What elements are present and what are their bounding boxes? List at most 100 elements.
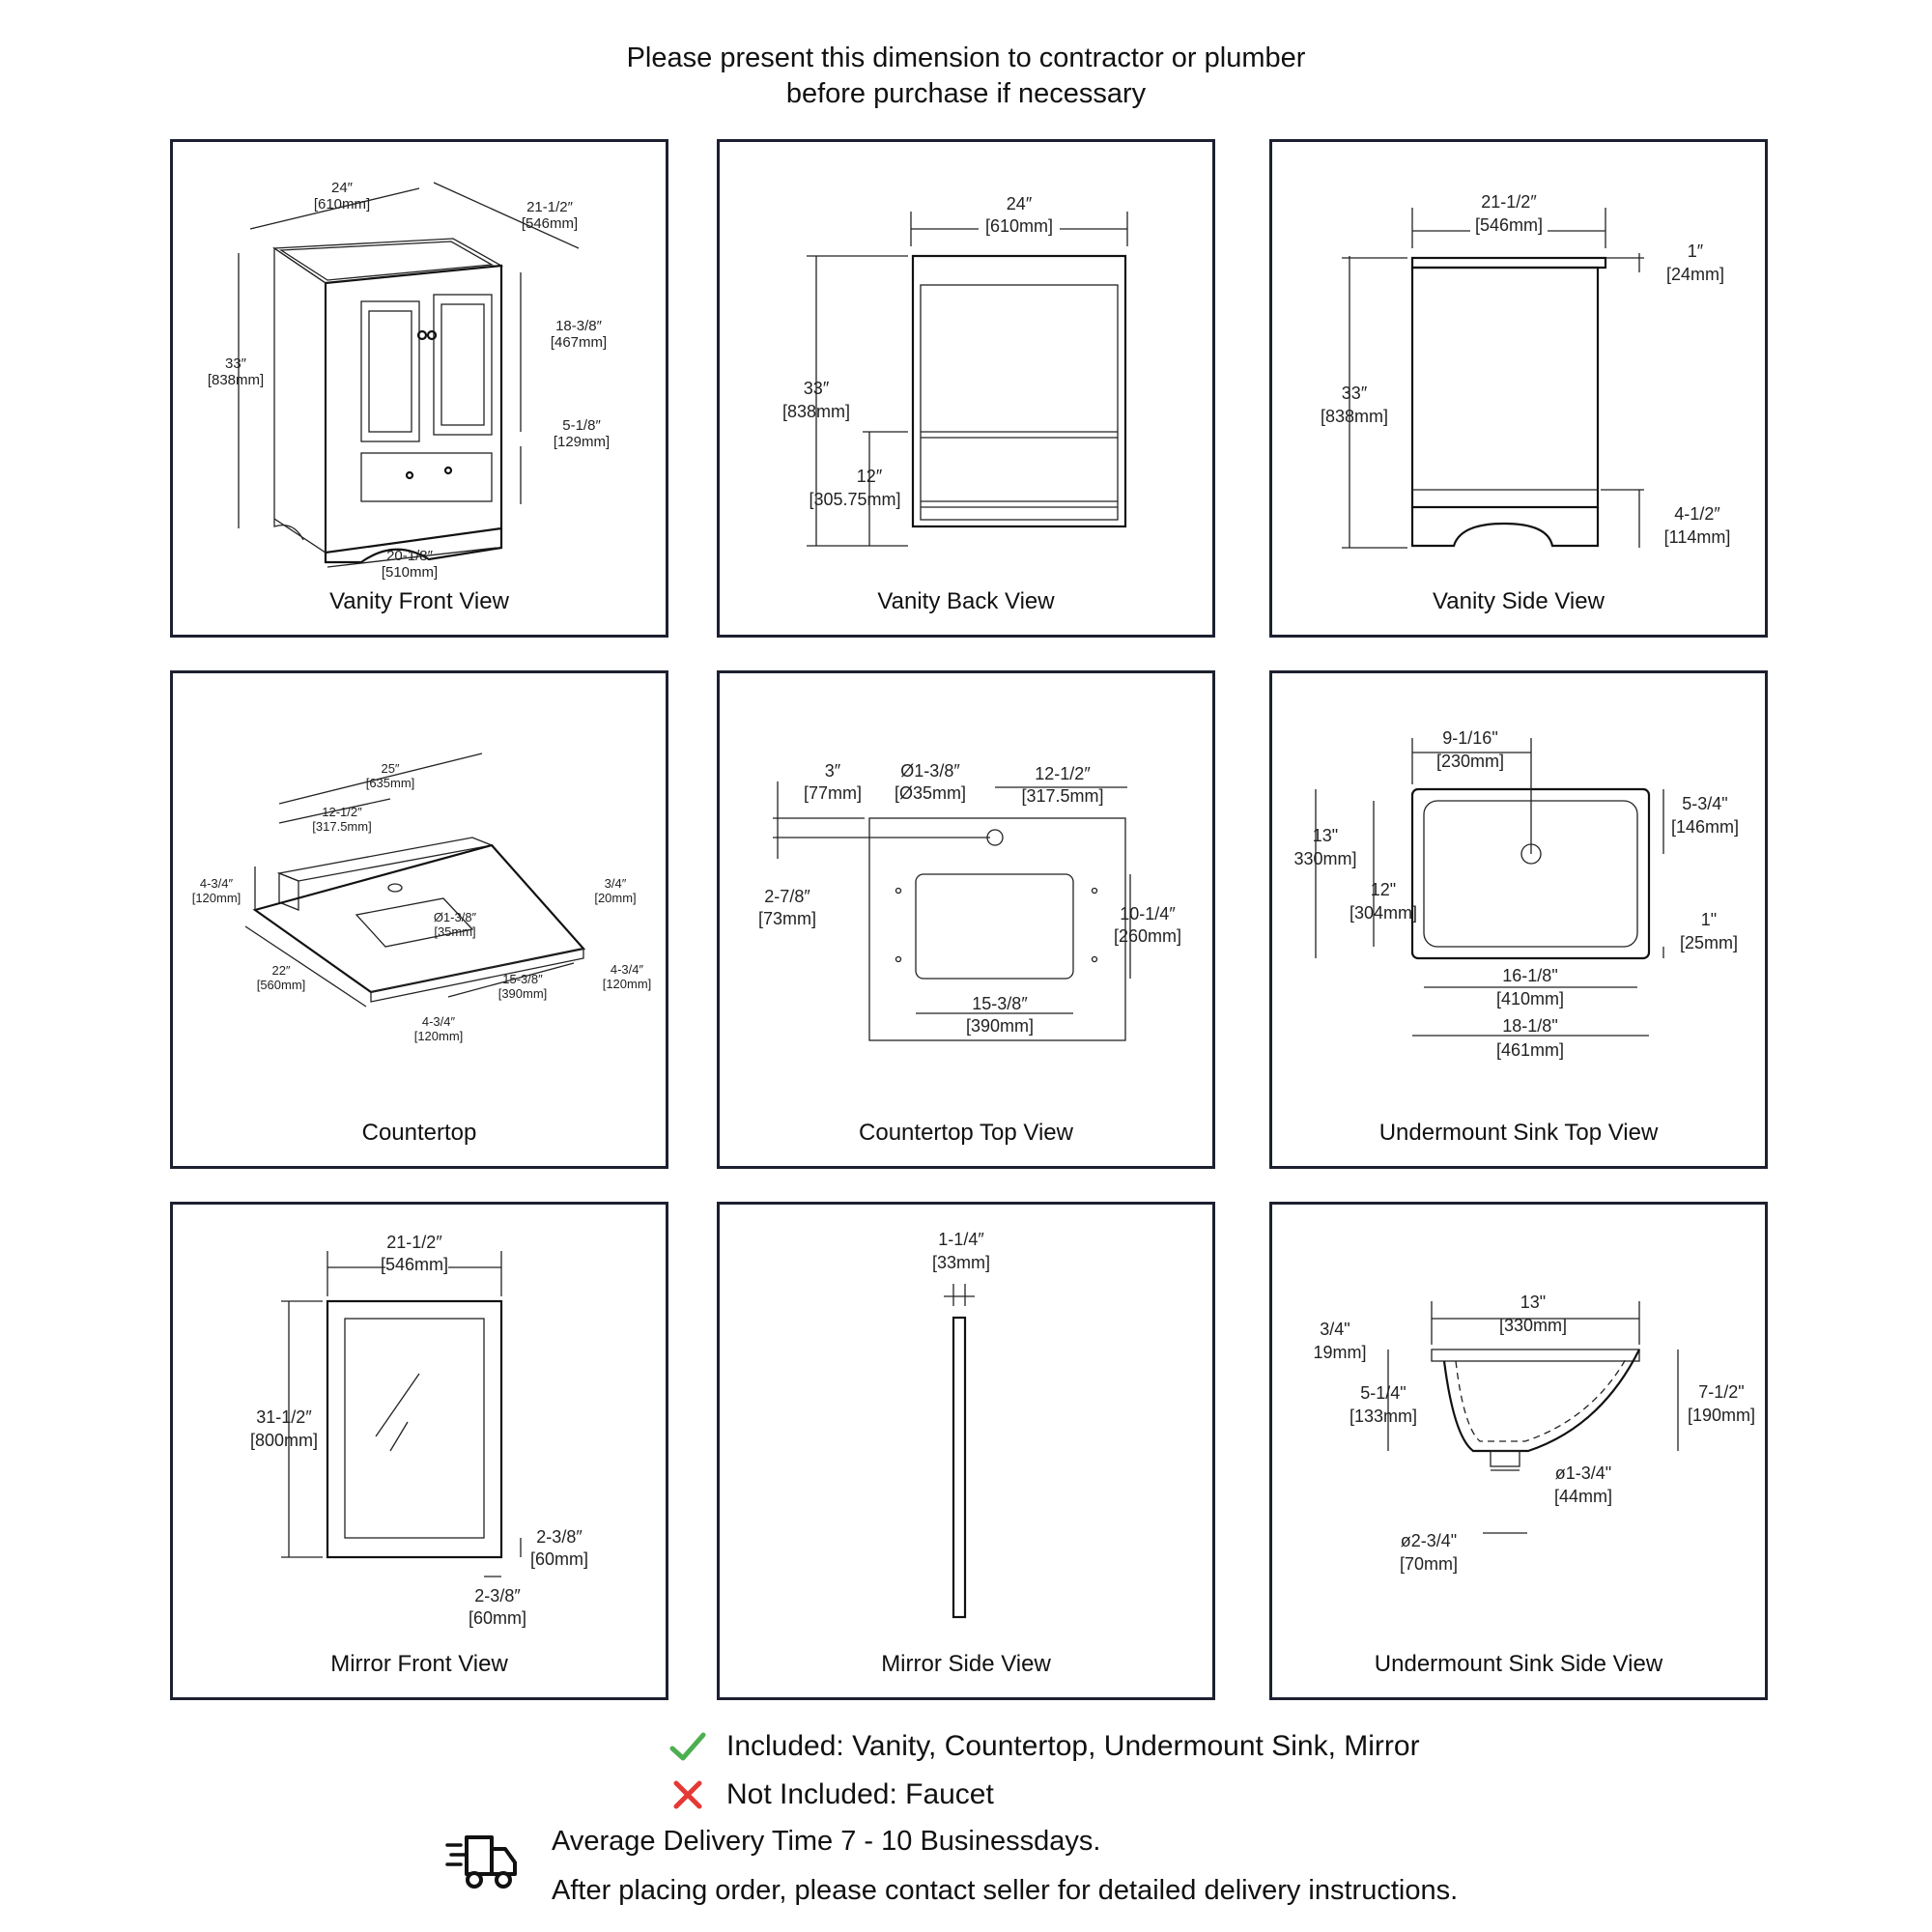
ss-inner-mm: [133mm] bbox=[1350, 1406, 1417, 1426]
door-left-inset bbox=[368, 310, 412, 433]
ct-sink-in: 15-3/8″ bbox=[502, 972, 543, 986]
ct-front-in: 4-3/4″ bbox=[422, 1014, 456, 1029]
mirror-glint-1 bbox=[375, 1373, 420, 1437]
ctop-board bbox=[868, 817, 1126, 1041]
dim-door-in: 18-3/8″ bbox=[555, 318, 603, 334]
side-base-mm: [114mm] bbox=[1664, 527, 1731, 547]
ss-depth-in: 7-1/2" bbox=[1698, 1382, 1744, 1402]
st-drainback-in: 5-3/4" bbox=[1682, 794, 1727, 813]
ctop-back-in: 3″ bbox=[825, 761, 841, 781]
ss-depth-mm: [190mm] bbox=[1688, 1406, 1755, 1425]
not-included-row: Not Included: Faucet bbox=[668, 1776, 994, 1814]
dim-depth-line bbox=[433, 182, 580, 249]
dim-depth-in: 21-1/2″ bbox=[526, 199, 574, 215]
st-outer-mm: 330mm] bbox=[1293, 849, 1356, 868]
ss-inner-in: 5-1/4" bbox=[1360, 1383, 1406, 1403]
ct-splash-in: 4-3/4″ bbox=[200, 876, 234, 891]
ct-front-mm: [120mm] bbox=[414, 1029, 464, 1043]
header-line-1: Please present this dimension to contrac… bbox=[626, 43, 1306, 73]
side-top-in: 1″ bbox=[1688, 242, 1704, 261]
ctop-depth-in: 10-1/4″ bbox=[1120, 904, 1176, 923]
back-low-in: 12″ bbox=[857, 467, 883, 486]
mf-frame-mm: [60mm] bbox=[530, 1549, 588, 1569]
panel-vanity-side: 21-1/2″ [546mm] 1″ [24mm] 33″ [838mm] 4-… bbox=[1269, 139, 1768, 638]
st-inner-mm: [304mm] bbox=[1350, 903, 1417, 923]
door-right bbox=[433, 294, 493, 436]
dim-height-mm: [838mm] bbox=[208, 372, 264, 388]
caption-vanity-side: Vanity Side View bbox=[1433, 588, 1605, 614]
mf-height-in: 31-1/2″ bbox=[256, 1407, 312, 1427]
ctop-hole-in: Ø1-3/8″ bbox=[900, 761, 960, 781]
ss-rim-in: 3/4" bbox=[1320, 1320, 1350, 1339]
sink-bowl-outer bbox=[1442, 1349, 1640, 1453]
dim-width-line bbox=[249, 187, 420, 230]
side-base bbox=[1410, 507, 1600, 548]
ctop-width-mm: [390mm] bbox=[966, 1016, 1034, 1036]
panel-mirror-front: 21-1/2″ [546mm] 31-1/2″ [800mm] 2-3/8″ [… bbox=[170, 1202, 668, 1700]
ct-splash-mm: [120mm] bbox=[192, 891, 242, 905]
ctop-depth-mm: [260mm] bbox=[1114, 926, 1181, 946]
mirror-side-drawing: 1-1/4″ [33mm] bbox=[932, 1230, 990, 1619]
ct-sink-mm: [390mm] bbox=[498, 986, 548, 1001]
st-drain-in: 9-1/16" bbox=[1442, 728, 1497, 748]
side-top bbox=[1410, 256, 1607, 270]
st-inner-in: 12" bbox=[1371, 880, 1396, 899]
panel-sink-top: 9-1/16" [230mm] 13" 330mm] 12" [304mm] 5… bbox=[1269, 670, 1768, 1169]
ctop-clip-2 bbox=[895, 955, 902, 963]
caption-vanity-back: Vanity Back View bbox=[877, 588, 1055, 614]
st-drain-mm: [230mm] bbox=[1436, 752, 1504, 771]
dim-door-mm: [467mm] bbox=[551, 334, 607, 351]
countertop-edge bbox=[370, 948, 584, 1003]
dim-drawer-in: 5-1/8″ bbox=[562, 417, 601, 434]
ss-width-mm: [330mm] bbox=[1499, 1316, 1567, 1335]
caption-countertop-top: Countertop Top View bbox=[859, 1120, 1073, 1146]
ct-thick-mm: [20mm] bbox=[594, 891, 636, 905]
dim-base-in: 20-1/8″ bbox=[386, 548, 434, 564]
drawer-knob-left bbox=[405, 470, 414, 480]
door-left bbox=[360, 300, 420, 442]
vanity-back-drawing: 24″ [610mm] 33″ [838mm] 12″ [305.75mm] bbox=[782, 194, 1128, 547]
faucet-hole bbox=[387, 883, 403, 893]
header: Please present this dimension to contrac… bbox=[0, 41, 1932, 112]
ss-drain-mm: [44mm] bbox=[1554, 1487, 1612, 1506]
mirror-glint-2 bbox=[389, 1421, 409, 1452]
mirror-glass bbox=[344, 1318, 485, 1539]
st-outer-w-mm: [461mm] bbox=[1496, 1040, 1564, 1060]
ctop-hole-mm: [Ø35mm] bbox=[895, 783, 966, 803]
ct-width-in: 25″ bbox=[381, 761, 399, 776]
ctop-back-mm: [77mm] bbox=[804, 783, 862, 803]
back-low-mm: [305.75mm] bbox=[809, 490, 900, 509]
dim-base-line bbox=[327, 547, 497, 568]
side-top-mm: [24mm] bbox=[1666, 265, 1724, 284]
mf-width-mm: [546mm] bbox=[381, 1255, 448, 1274]
drawer bbox=[360, 452, 493, 502]
back-width-mm: [610mm] bbox=[985, 216, 1053, 236]
mf-frame2-mm: [60mm] bbox=[469, 1608, 526, 1628]
ct-side-in: 4-3/4″ bbox=[611, 962, 644, 977]
mirror-side-profile bbox=[952, 1316, 967, 1619]
dim-width-in: 24″ bbox=[331, 180, 354, 196]
sink-drain-outlet bbox=[1490, 1450, 1520, 1467]
ctop-clip-4 bbox=[1091, 955, 1098, 963]
mirror-frame bbox=[326, 1299, 503, 1559]
sink-rim bbox=[1431, 1349, 1640, 1362]
vanity-front-drawing: 24″ [610mm] 21-1/2″ [546mm] 33″ [838mm] … bbox=[208, 180, 610, 581]
vanity-top-inner bbox=[278, 241, 495, 281]
panel-countertop: 25″ [635mm] 12-1/2″ [317.5mm] 4-3/4″ [12… bbox=[170, 670, 668, 1169]
included-text: Included: Vanity, Countertop, Undermount… bbox=[726, 1730, 1420, 1762]
back-height-in: 33″ bbox=[804, 379, 830, 398]
caption-mirror-side: Mirror Side View bbox=[881, 1651, 1051, 1677]
ctop-center-mm: [317.5mm] bbox=[1021, 786, 1103, 806]
ct-depth-in: 22″ bbox=[271, 963, 290, 978]
dim-drawer-mm: [129mm] bbox=[554, 434, 610, 450]
back-width-in: 24″ bbox=[1007, 194, 1033, 213]
panel-vanity-front: 24″ [610mm] 21-1/2″ [546mm] 33″ [838mm] … bbox=[170, 139, 668, 638]
backsplash-side bbox=[278, 872, 299, 911]
st-rim-in: 1" bbox=[1701, 910, 1717, 929]
ct-width-mm: [635mm] bbox=[366, 776, 415, 790]
ss-outer-mm: [70mm] bbox=[1400, 1554, 1458, 1574]
ct-width-line bbox=[278, 753, 483, 805]
back-height-mm: [838mm] bbox=[782, 402, 850, 421]
ctop-width-in: 15-3/8″ bbox=[972, 994, 1028, 1013]
side-base-in: 4-1/2″ bbox=[1674, 504, 1720, 524]
